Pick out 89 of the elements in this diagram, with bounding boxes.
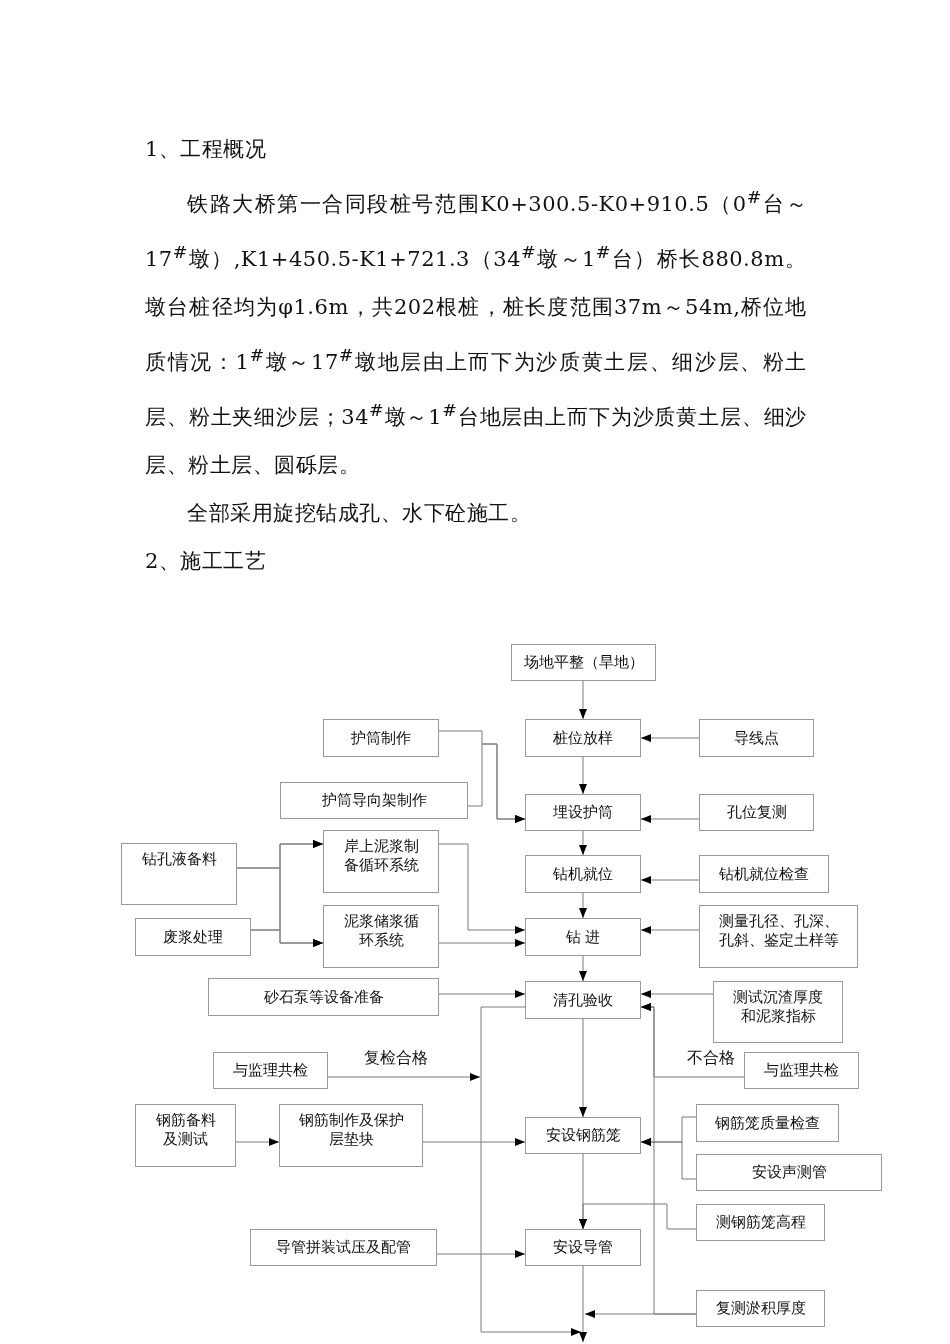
step-label: 与监理共检 — [233, 1061, 308, 1080]
step-label: 导线点 — [734, 729, 779, 748]
process-box — [121, 843, 237, 905]
arrow — [640, 1003, 697, 1315]
process-box — [699, 855, 829, 893]
step-label: 安设导管 — [553, 1238, 613, 1257]
arrow — [250, 929, 324, 947]
process-box — [525, 1117, 641, 1154]
arrow — [467, 743, 526, 823]
process-box — [713, 981, 843, 1043]
process-box — [525, 1229, 641, 1266]
step-label: 钻机就位检查 — [719, 865, 809, 884]
arrow — [422, 1138, 526, 1146]
step-label: 岸上泥浆制备循环系统 — [343, 837, 419, 875]
step-label: 测钢筋笼高程 — [715, 1213, 806, 1232]
step-label: 桩位放样 — [553, 729, 613, 748]
step-label: 清孔验收 — [553, 991, 613, 1010]
step-label: 孔位复测 — [726, 803, 787, 822]
step-label: 钢筋笼质量检查 — [715, 1114, 820, 1133]
step-label: 钻 进 — [565, 928, 601, 947]
arrow — [438, 939, 526, 947]
process-box — [525, 719, 641, 757]
process-box — [135, 918, 251, 956]
process-box — [323, 905, 439, 968]
process-box — [699, 905, 858, 968]
step-label: 安设声测管 — [751, 1163, 827, 1182]
arrow — [438, 990, 526, 998]
process-box — [511, 644, 656, 681]
step-label: 砂石泵等设备准备 — [263, 988, 384, 1007]
step-label: 钻孔液备料 — [141, 850, 217, 869]
arrow — [640, 926, 700, 934]
step-label: 导管拼装试压及配管 — [276, 1238, 411, 1257]
process-box — [696, 1104, 839, 1142]
process-box — [250, 1229, 437, 1266]
process-box — [279, 1104, 423, 1167]
step-label: 护筒导向架制作 — [321, 791, 427, 810]
step-label: 钻机就位 — [553, 865, 613, 884]
arrow — [640, 734, 700, 742]
arrow — [480, 1006, 582, 1336]
step-label: 护筒制作 — [351, 729, 411, 748]
arrow — [579, 1203, 697, 1230]
step-label: 泥浆储浆循环系统 — [343, 912, 419, 950]
step-label: 废浆处理 — [163, 928, 223, 947]
process-box — [744, 1052, 859, 1089]
arrow — [327, 1073, 481, 1081]
section-heading: 1、工程概况 — [145, 136, 267, 163]
arrow — [579, 680, 587, 720]
edge-label: 不合格 — [687, 1048, 735, 1068]
step-label: 测量孔径、孔深、孔斜、鉴定土样等 — [718, 912, 839, 950]
arrow — [579, 892, 587, 919]
arrow — [579, 955, 587, 982]
process-box — [323, 830, 439, 893]
step-label: 复测淤积厚度 — [715, 1299, 806, 1318]
process-box — [696, 1290, 825, 1327]
step-label: 钢筋制作及保护层垫块 — [298, 1111, 404, 1149]
arrow — [579, 1265, 587, 1343]
step-label: 埋设护筒 — [553, 803, 613, 822]
step-label: 测试沉渣厚度和泥浆指标 — [733, 988, 823, 1026]
arrow — [438, 843, 526, 934]
process-box — [525, 981, 641, 1019]
arrow — [579, 830, 587, 856]
arrow — [640, 815, 700, 823]
process-box — [525, 918, 641, 956]
edge-label: 复检合格 — [364, 1048, 428, 1068]
paragraph: 铁路大桥第一合同段桩号范围K0+300.5-K0+910.5（0$^{#}$台～17$^{#}$墩）,K1+450.5-K1+721.3（34$^{#}$墩～1$^{#}$台）桥长880.8m。墩台桩径均为φ1.6m，共202根桩，桩长度范围37m～54m,桥位地质情况：1$^{#}$墩～17$^{#}$墩地层由上而下为沙质黄土层、细沙层、粉土层、粉土夹细沙层；34$^{#}$墩～1$^{#}$台地层由上而下为沙质黄土层、细沙层、粉土层、圆砾层。 — [145, 186, 807, 479]
arrow — [640, 1138, 697, 1180]
step-label: 钢筋备料及测试 — [155, 1111, 216, 1149]
process-box — [699, 794, 814, 831]
arrow — [579, 1018, 587, 1118]
arrow — [235, 1138, 280, 1146]
arrow — [640, 876, 700, 884]
process-box — [208, 978, 439, 1016]
process-box — [135, 1104, 236, 1167]
step-label: 安设钢筋笼 — [545, 1126, 621, 1145]
step-label: 与监理共检 — [764, 1061, 839, 1080]
paragraph: 全部采用旋挖钻成孔、水下砼施工。 — [186, 500, 531, 527]
process-box — [696, 1204, 825, 1241]
process-box — [525, 855, 641, 893]
process-box — [696, 1154, 882, 1191]
arrow — [436, 1250, 526, 1258]
process-box — [525, 794, 641, 831]
process-box — [213, 1052, 328, 1089]
arrow — [640, 990, 714, 998]
process-box — [699, 719, 814, 757]
section-heading: 2、施工工艺 — [145, 548, 267, 575]
step-label: 场地平整（旱地） — [523, 653, 644, 672]
process-box — [323, 719, 439, 757]
arrow — [579, 756, 587, 795]
process-box — [280, 782, 468, 819]
